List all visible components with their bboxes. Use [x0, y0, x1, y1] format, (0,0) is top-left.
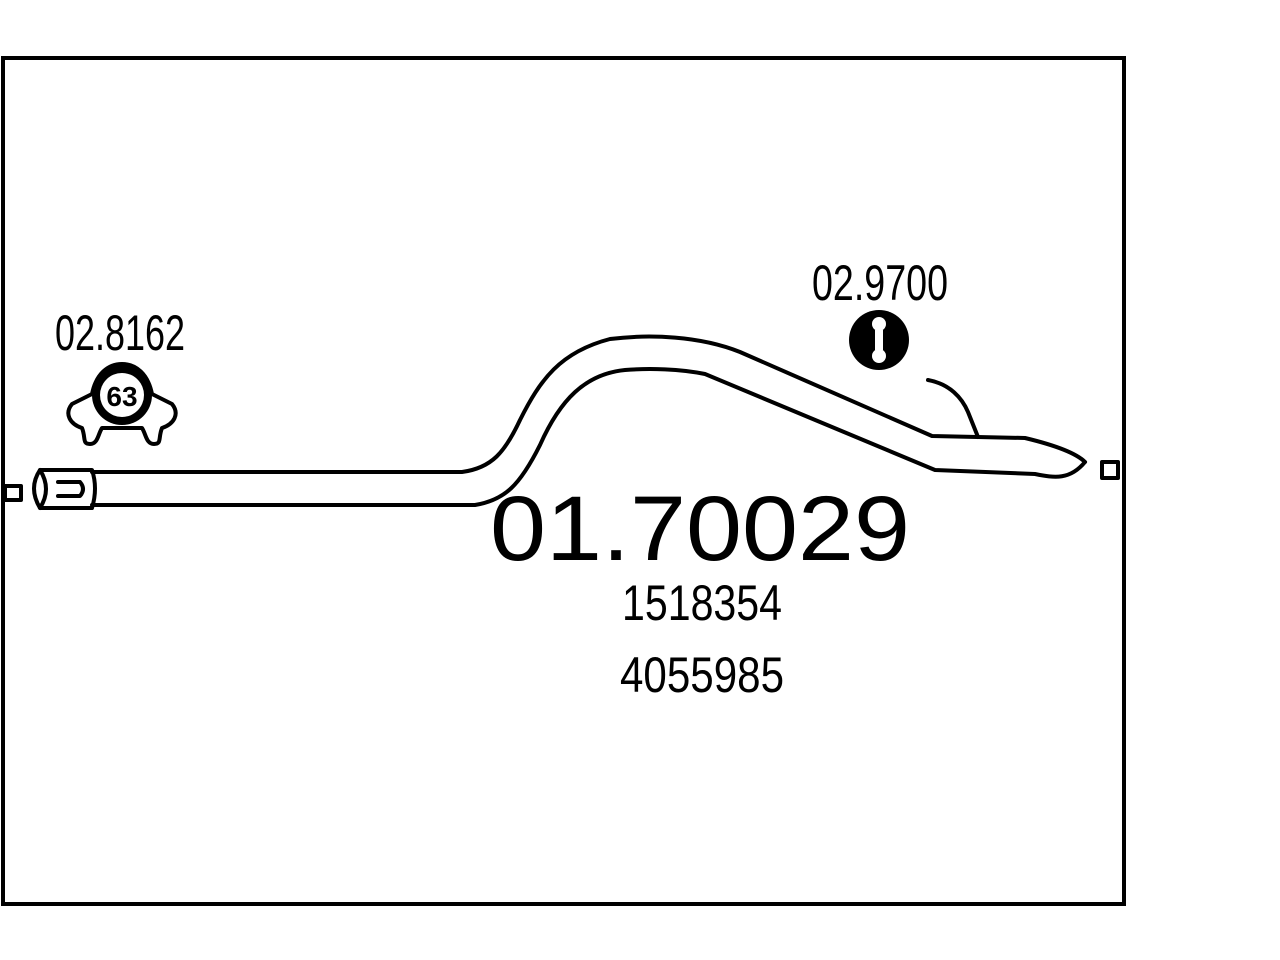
rubber-mount-accessory: 02.9700 [812, 255, 948, 370]
pipe-inlet-inner [56, 480, 85, 498]
rubber-hanger-icon [849, 310, 909, 370]
pipe-bottom-edge [90, 367, 1087, 507]
inlet-end-marker [3, 484, 23, 502]
clamp-accessory: 02.8162 63 [55, 305, 185, 446]
clamp-code: 02.8162 [55, 305, 185, 361]
pipe-clamp-icon: 63 [66, 362, 178, 446]
oe-reference-1: 1518354 [622, 575, 782, 631]
outlet-end-marker [1100, 460, 1120, 480]
oe-reference-2: 4055985 [620, 647, 784, 703]
diagram-frame [1, 56, 1126, 906]
clamp-size: 63 [106, 381, 137, 412]
hanger-rod [926, 378, 980, 439]
exhaust-pipe [3, 334, 1120, 510]
pipe-top-edge [90, 334, 1087, 474]
part-number: 01.70029 [490, 478, 910, 580]
pipe-inlet-opening [38, 468, 48, 510]
pipe-inlet-sleeve [32, 468, 97, 510]
rubber-mount-code: 02.9700 [812, 255, 948, 311]
